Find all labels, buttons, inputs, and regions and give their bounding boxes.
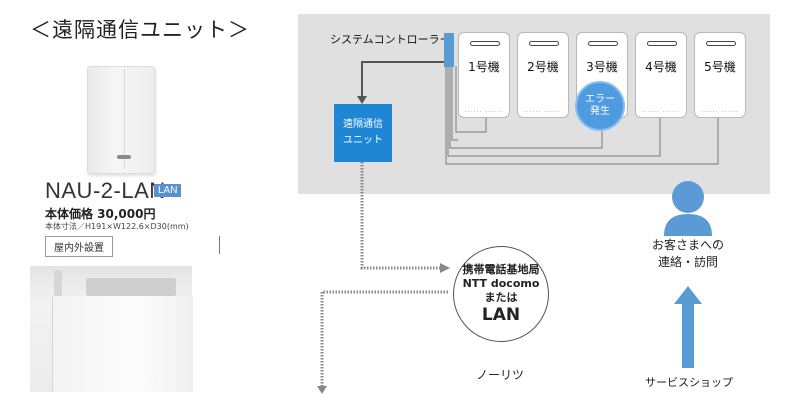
lan-badge: LAN [154, 184, 182, 197]
unit-dots: ...... ...... [642, 107, 680, 114]
wire-unit-2 [455, 66, 487, 133]
unit-dots: ...... ...... [465, 107, 503, 114]
unit-2: 2号機 ...... ...... [517, 32, 569, 118]
arrowhead-station [440, 263, 450, 273]
noritz-label: ノーリツ [476, 368, 525, 382]
unit-label: 3号機 [586, 60, 618, 74]
unit-label: 1号機 [468, 60, 500, 74]
error-badge: エラー 発生 [577, 83, 623, 129]
arrowhead-noritz [317, 386, 327, 394]
service-arrow [674, 286, 702, 368]
unit-slot [588, 41, 618, 46]
unit-label: 5号機 [704, 60, 736, 74]
wire-unit-4 [447, 66, 661, 157]
wire-unit-5 [445, 66, 719, 165]
wire-unit-1 [451, 66, 458, 141]
station-line-3: または [484, 291, 518, 304]
remote-unit-line-1: 遠隔通信 [343, 119, 383, 130]
service-shop-label: サービスショップ [645, 376, 733, 389]
remote-communication-unit: 遠隔通信 ユニット [334, 104, 392, 162]
customer-line-2: 連絡・訪問 [657, 255, 718, 269]
dimensions-text: 本体寸法／H191×W122.6×D30(mm) [45, 222, 189, 231]
photo-pipe [54, 270, 62, 302]
station-line-1: 携帯電話基地局 [462, 263, 540, 276]
product-installed-photo [30, 266, 193, 392]
unit-slot [706, 41, 736, 46]
unit-label: 4号機 [645, 60, 677, 74]
base-station-circle: 携帯電話基地局 NTT docomo または LAN [453, 246, 549, 342]
person-icon [664, 181, 712, 236]
model-name: NAU-2-LAN [45, 178, 166, 203]
unit-dots: ...... ...... [524, 107, 562, 114]
dotted-remote-station [360, 162, 440, 270]
unit-label: 2号機 [527, 60, 559, 74]
unit-5: 5号機 ...... ...... [694, 32, 746, 118]
station-line-2: NTT docomo [462, 277, 540, 290]
unit-slot [529, 41, 559, 46]
photo-bracket [86, 278, 176, 296]
remote-unit-line-2: ユニット [343, 135, 383, 146]
error-line-2: 発生 [590, 106, 610, 117]
arrowhead-remote [357, 96, 367, 104]
unit-slot [470, 41, 500, 46]
price-text: 本体価格 30,000円 [45, 207, 156, 221]
unit-dots: ...... ...... [701, 107, 739, 114]
product-seam [124, 69, 125, 169]
unit-4: 4号機 ...... ...... [635, 32, 687, 118]
error-line-1: エラー [585, 94, 615, 105]
link-controller-remote [361, 61, 444, 100]
unit-1: 1号機 ...... ...... [458, 32, 510, 118]
divider-line [219, 236, 220, 254]
product-logo [117, 155, 131, 159]
wire-unit-3 [449, 66, 603, 149]
controller-label: システムコントローラー [330, 33, 451, 46]
product-image-unit [87, 66, 155, 174]
dotted-station-noritz [320, 290, 448, 386]
customer-contact-text: お客さまへの 連絡・訪問 [638, 237, 738, 271]
station-line-4: LAN [481, 305, 521, 325]
section-title: ＜遠隔通信ユニット＞ [30, 18, 250, 42]
photo-water-heater [52, 296, 193, 392]
install-tag: 屋内外設置 [45, 236, 113, 257]
customer-line-1: お客さまへの [651, 238, 724, 252]
unit-slot [647, 41, 677, 46]
system-controller [444, 33, 454, 67]
